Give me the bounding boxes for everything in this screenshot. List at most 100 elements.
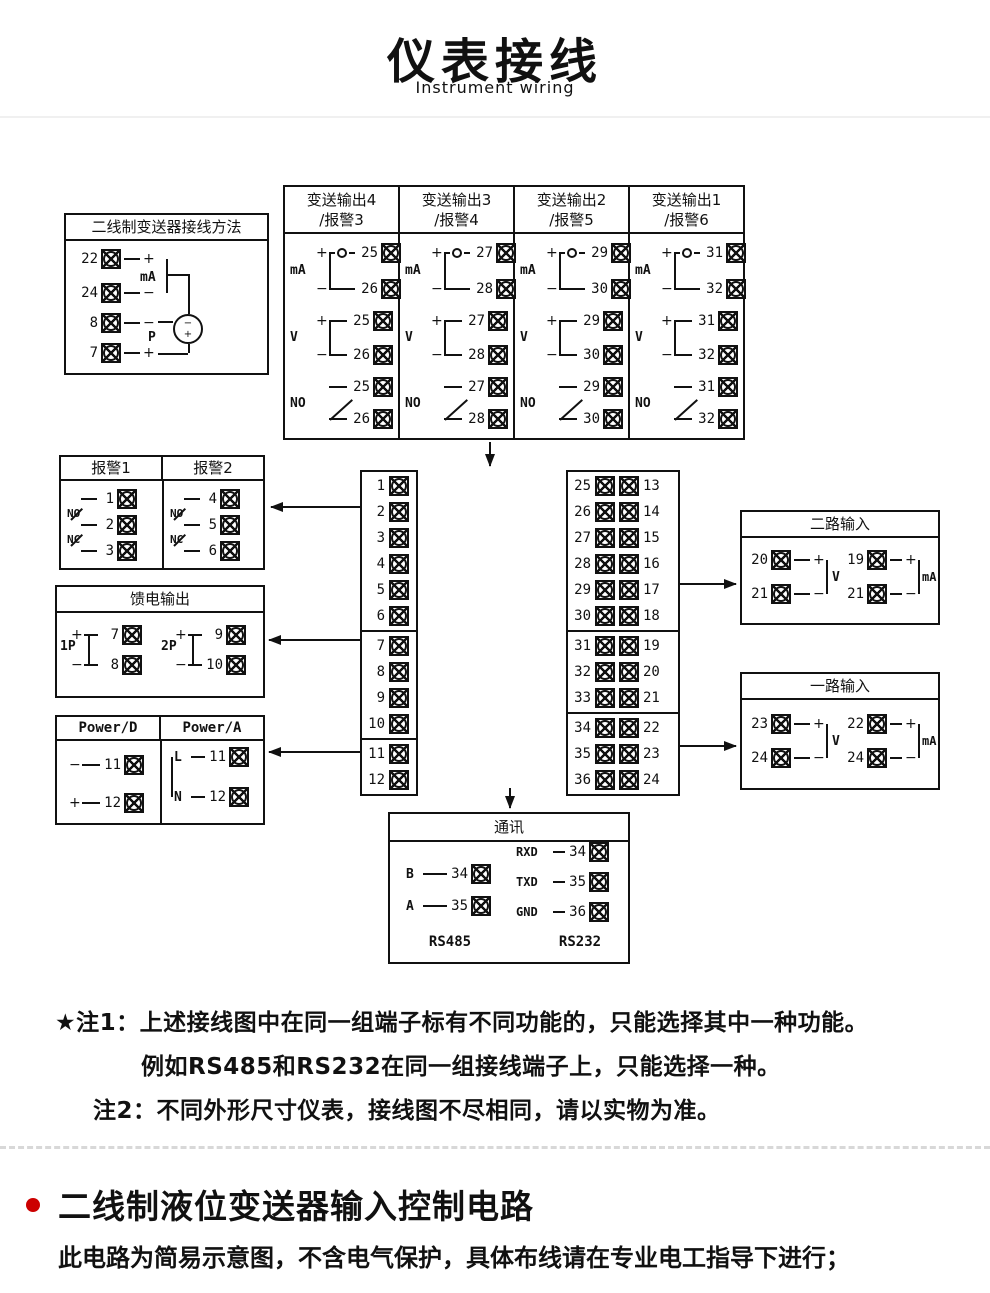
terminal-number: 11 xyxy=(209,749,226,765)
alarm1-group: NO NC 1 2 3 xyxy=(61,481,162,568)
power-box: Power/D Power/A − 11 + 12 L 11 N 12 xyxy=(55,715,265,825)
terminal-number: 34 xyxy=(569,844,586,860)
terminal-screw-icon xyxy=(619,688,639,708)
wire xyxy=(184,550,200,552)
terminal-number: 24 xyxy=(81,285,98,301)
terminal-screw-icon xyxy=(488,310,508,331)
wire xyxy=(579,251,585,254)
alarm2-group: NO NC 4 5 6 xyxy=(164,481,265,568)
note-1-prefix: ★注1： xyxy=(55,1010,140,1036)
terminal-row: 11 xyxy=(362,741,416,767)
output-subtitle: /报警3 xyxy=(319,211,364,229)
divider xyxy=(0,116,990,118)
wire xyxy=(559,418,577,421)
wire xyxy=(444,418,462,421)
polarity-label: + xyxy=(143,345,155,361)
terminal-row: 24 − xyxy=(76,283,155,303)
note-2-text: 不同外形尺寸仪表，接线图不尽相同，请以实物为准。 xyxy=(156,1098,721,1124)
terminal-number: 34 xyxy=(574,720,591,736)
output-subtitle: /报警6 xyxy=(664,211,709,229)
wire xyxy=(192,635,194,665)
terminal-screw-icon xyxy=(718,409,738,430)
terminal-row: 3 xyxy=(362,525,416,551)
terminal-screw-icon xyxy=(381,278,401,299)
output-title: 变送输出3 xyxy=(421,191,492,209)
terminal-screw-icon xyxy=(595,744,615,764)
wire xyxy=(444,319,462,322)
terminal-screw-icon xyxy=(619,554,639,574)
terminal-row: + 25 xyxy=(316,310,393,331)
terminal-number: 31 xyxy=(574,638,591,654)
unit-label: V xyxy=(832,570,840,585)
wire xyxy=(423,905,447,907)
wire xyxy=(158,321,173,323)
terminal-screw-icon xyxy=(595,636,615,656)
communication-box-title: 通讯 xyxy=(390,814,628,842)
wire xyxy=(84,634,98,636)
terminal-number: 12 xyxy=(209,789,226,805)
terminal-number: 30 xyxy=(591,280,608,297)
terminal-number: 8 xyxy=(89,315,98,331)
no-label: NO xyxy=(67,507,81,520)
wire xyxy=(674,252,676,289)
terminal-number: 36 xyxy=(574,772,591,788)
terminal-row: N 12 xyxy=(174,787,249,807)
polarity-label: − xyxy=(71,657,83,673)
polarity-label: − xyxy=(661,346,673,363)
output-subtitle: /报警5 xyxy=(549,211,594,229)
terminal-row: + 31 xyxy=(661,242,746,263)
terminal-number: 22 xyxy=(643,720,660,736)
rs232-label: RS232 xyxy=(558,934,602,950)
terminal-number: 34 xyxy=(451,866,468,882)
no-rows: 27 28 xyxy=(431,377,513,430)
terminal-screw-icon xyxy=(471,896,491,916)
unit-label: V xyxy=(832,734,840,749)
no-section: NO 25 26 xyxy=(285,369,398,438)
terminal-number: 19 xyxy=(643,638,660,654)
terminal-row: 8 − xyxy=(76,313,155,333)
terminal-screw-icon xyxy=(117,489,137,509)
wire xyxy=(188,664,202,666)
terminal-number: 25 xyxy=(361,244,378,261)
terminal-row: 31 19 xyxy=(568,633,678,659)
wire xyxy=(124,322,140,324)
terminal-screw-icon xyxy=(124,793,144,813)
signal-label: RXD xyxy=(516,845,538,859)
terminal-screw-icon xyxy=(117,541,137,561)
transmit-output-box: 变送输出4 /报警3 mA + 25 xyxy=(283,185,746,440)
terminal-number: 24 xyxy=(751,750,768,766)
terminal-screw-icon xyxy=(771,748,791,768)
terminal-number: 4 xyxy=(376,556,385,572)
feed-box-title: 馈电输出 xyxy=(57,587,263,613)
terminal-screw-icon xyxy=(101,283,121,303)
terminal-screw-icon xyxy=(595,554,615,574)
terminal-screw-icon xyxy=(220,515,240,535)
terminal-screw-icon xyxy=(771,584,791,604)
terminal-screw-icon xyxy=(771,550,791,570)
terminal-number: 36 xyxy=(569,904,586,920)
terminal-row: − 28 xyxy=(431,344,508,365)
terminal-number: 12 xyxy=(104,795,121,811)
wire xyxy=(794,757,810,759)
no-label: NO xyxy=(290,395,306,411)
polarity-label: + xyxy=(546,244,558,261)
wire xyxy=(329,252,331,289)
ma-label: mA xyxy=(635,263,651,279)
terminal-screw-icon xyxy=(603,377,623,398)
wire xyxy=(329,287,355,290)
terminal-screw-icon xyxy=(488,344,508,365)
alarm-box-header: 报警1 报警2 xyxy=(61,457,263,481)
polarity-label: − xyxy=(431,346,443,363)
output-column-body: mA + 31 − xyxy=(630,234,746,438)
terminal-row: 30 xyxy=(546,409,623,430)
power-box-header: Power/D Power/A xyxy=(57,717,263,741)
terminal-number: 35 xyxy=(451,898,468,914)
terminal-number: 18 xyxy=(643,608,660,624)
terminal-number: 9 xyxy=(214,627,223,643)
terminal-number: 31 xyxy=(706,244,723,261)
terminal-screw-icon xyxy=(589,872,609,892)
